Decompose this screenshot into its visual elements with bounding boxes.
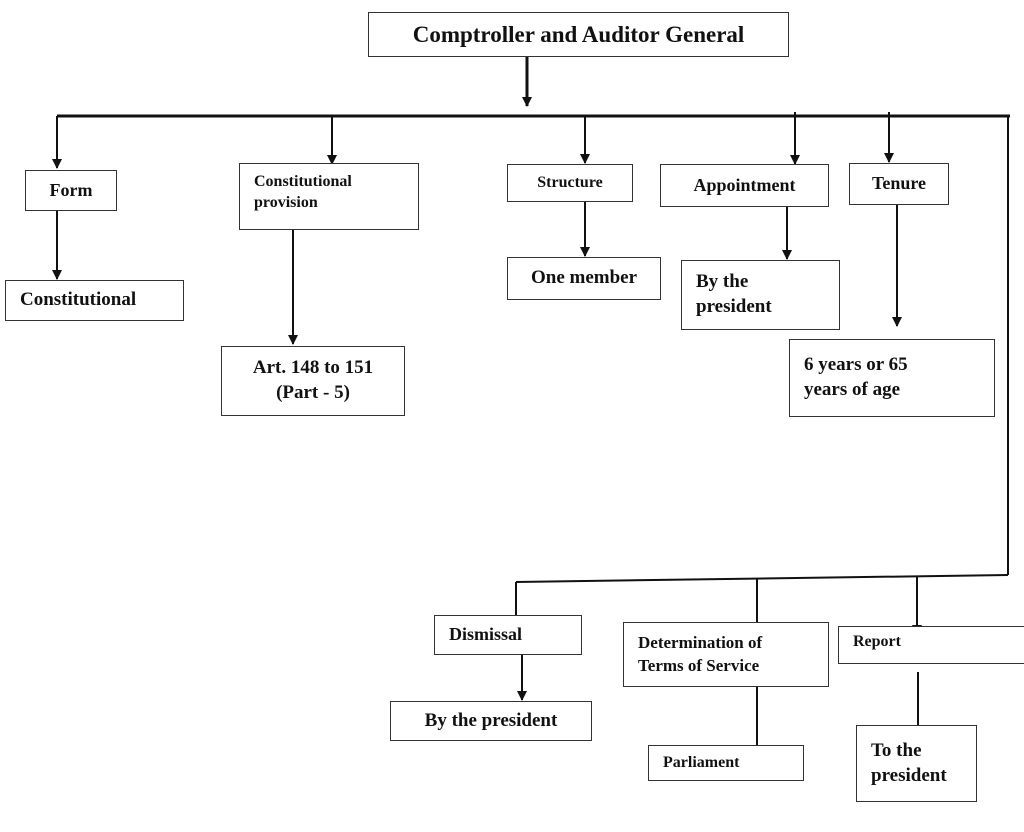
dismissal-label: Dismissal: [434, 615, 582, 655]
terms-of-service-value: Parliament: [648, 745, 804, 781]
dismissal-value: By the president: [390, 701, 592, 741]
diagram-title: Comptroller and Auditor General: [368, 12, 789, 57]
terms-of-service-label: Determination of Terms of Service: [623, 622, 829, 687]
form-value: Constitutional: [5, 280, 184, 321]
tenure-label: Tenure: [849, 163, 949, 205]
constitutional-provision-value: Art. 148 to 151 (Part - 5): [221, 346, 405, 416]
constitutional-provision-label: Constitutional provision: [239, 163, 419, 230]
appointment-label: Appointment: [660, 164, 829, 207]
structure-value: One member: [507, 257, 661, 300]
tenure-value: 6 years or 65 years of age: [789, 339, 995, 417]
structure-label: Structure: [507, 164, 633, 202]
appointment-value: By the president: [681, 260, 840, 330]
form-label: Form: [25, 170, 117, 211]
report-label: Report: [838, 626, 1024, 664]
report-value: To the president: [856, 725, 977, 802]
